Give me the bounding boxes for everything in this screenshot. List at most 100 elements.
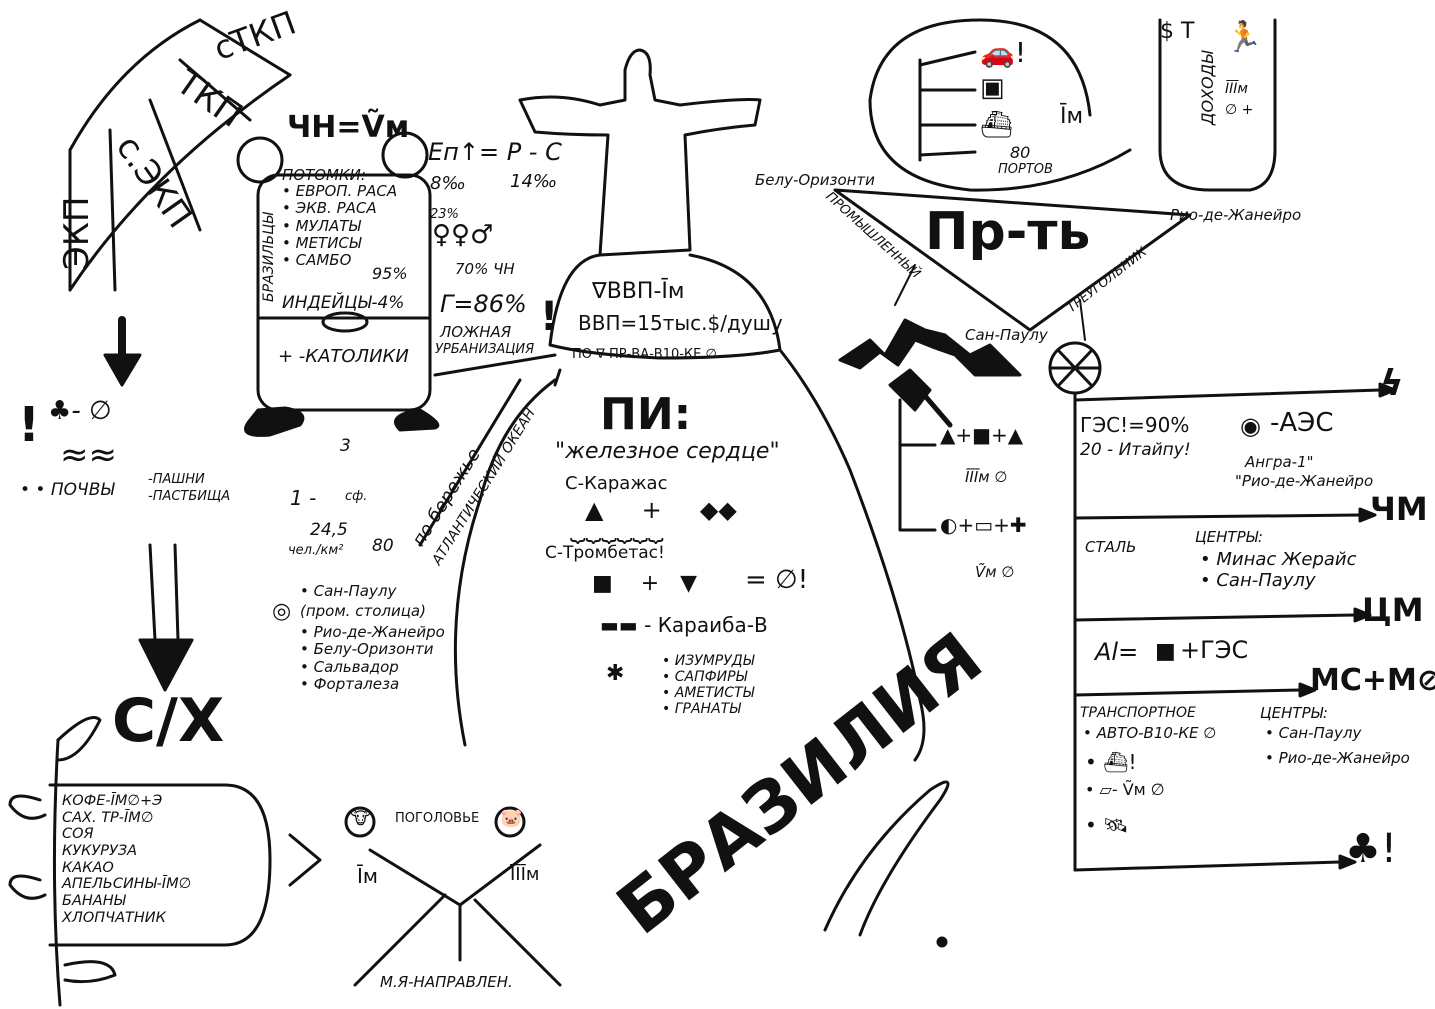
title-swash	[823, 780, 950, 937]
ship-icon: ⛴	[980, 110, 1014, 140]
arrowheads	[1298, 382, 1397, 870]
livestock-iii: ĪĪĪм	[510, 864, 540, 885]
transport-list: авто-в10-ке ∅	[1083, 724, 1217, 742]
steel-centers-label: центры:	[1195, 528, 1263, 546]
gem-item: аметисты	[662, 685, 754, 701]
gdp-line-2: ВВП=15тыс.$/душу	[578, 311, 783, 335]
energy-tree	[898, 341, 1382, 872]
ports-im: Īм	[1060, 104, 1084, 129]
income-bag	[1158, 18, 1277, 192]
ekp-label: ЭКП	[57, 196, 97, 270]
livestock-label: поголовье	[395, 811, 480, 826]
mining-iii: ĪĪĪм ∅	[965, 468, 1008, 486]
age-70: 70% ЧН	[455, 260, 515, 278]
economy-types-fan	[68, 18, 292, 292]
descendant-item: мулаты	[282, 217, 397, 235]
cm-label: ЧМ	[1370, 490, 1428, 528]
forest-line: ♣- ∅	[48, 396, 112, 426]
runner-icon: 🏃	[1225, 20, 1263, 55]
descendant-item: метисы	[282, 234, 397, 252]
carajas-label: С-Каражас	[565, 473, 668, 494]
gdp-line-3: по ∇ пр-ва-в10-ке ∅	[572, 347, 717, 362]
transport-label: транспортное	[1080, 705, 1196, 721]
direction-label: м.я-направлен.	[380, 973, 513, 991]
rail-note: - Ṽм ∅	[1111, 780, 1165, 799]
cow-icon: 🐮	[350, 808, 372, 829]
karaiba-label: - Караиба-В	[644, 613, 768, 637]
car-icon: 🚗!	[980, 36, 1027, 69]
ports-label: портов	[998, 162, 1053, 177]
share-95: 95%	[372, 264, 408, 283]
density-mid: 1 -	[290, 486, 317, 510]
belo-label: Белу-Оризонти	[755, 171, 875, 189]
angra-city: "Рио-де-Жанейро	[1235, 472, 1374, 490]
sao-label: Сан-Паулу	[965, 326, 1048, 344]
ms-label: МС+М⊘	[1310, 663, 1435, 698]
crop-item: кукуруза	[62, 843, 138, 860]
descendant-item: самбо	[282, 251, 397, 269]
death-rate: 14‰	[510, 171, 558, 192]
carajas-ores: ▲ + ◆◆	[585, 496, 737, 524]
density-unit: сф.	[345, 489, 368, 504]
people-icons: ♀♀♂	[432, 220, 494, 250]
waves-icon: ≈≈	[60, 435, 117, 475]
cm2-label: ЦМ	[1362, 591, 1424, 629]
ship-row: • ⛴!	[1085, 750, 1137, 774]
al-square: ■	[1155, 639, 1176, 664]
descendant-item: экв. раса	[282, 199, 397, 217]
dot	[936, 936, 948, 948]
cities-list: Сан-Паулу	[300, 582, 397, 600]
karaiba-line: ▬▬ - Караиба-В	[600, 615, 768, 636]
crop-item: соя	[62, 826, 94, 843]
mining-iii-ores: ▲+■+▲	[940, 423, 1024, 447]
urban-share: Г=86%	[440, 290, 527, 318]
steel-center-item: Сан-Паулу	[1200, 570, 1357, 592]
coast-line	[418, 378, 522, 547]
density-denominator: чел./км²	[288, 543, 344, 558]
indians-label: индейцы-4%	[282, 293, 405, 313]
gem-item: гранаты	[662, 701, 754, 717]
satellite-row: • 🛰	[1085, 813, 1129, 837]
itaipu-label: 20 - Итайпу!	[1080, 440, 1191, 460]
age-23: 23%	[430, 207, 459, 222]
brazilians-label: бразильцы	[261, 212, 277, 302]
soils-line: • • почвы	[20, 480, 115, 500]
gem-item: сапфиры	[662, 669, 754, 685]
urban-bang: !	[540, 294, 559, 340]
brace: ⏟⏟⏟⏟⏟⏟	[570, 513, 664, 543]
pig-icon: 🐷	[500, 808, 523, 829]
nuclear-label: -АЭС	[1270, 408, 1334, 438]
karaiba-bar: ▬▬	[600, 613, 638, 637]
connector-line	[433, 353, 557, 377]
crops-list: кофе-Īм∅+Э сах. тр-Īм∅ соя кукуруза кака…	[62, 793, 191, 926]
city-item: (пром. столица)	[300, 602, 426, 620]
crop-item: хлопчатник	[62, 909, 166, 926]
income-iii: ĪĪĪм	[1225, 81, 1248, 97]
steel-center-item: Минас Жерайс	[1200, 549, 1356, 571]
city-item: Рио-де-Жанейро	[300, 623, 445, 641]
rail-row: • ▱- Ṽм ∅	[1085, 780, 1165, 799]
steel-centers-list: Минас Жерайс Сан-Паулу	[1200, 549, 1357, 592]
industrial-triangle	[833, 188, 1192, 341]
gems-list: изумруды сапфиры аметисты гранаты	[662, 653, 754, 717]
resources-quote: "железное сердце"	[555, 439, 780, 464]
income-label: доходы	[1198, 50, 1217, 125]
descendants-label: потомки:	[282, 166, 366, 184]
urban-note-2: урбанизация	[435, 342, 535, 357]
lightning-icon: ϟ	[1380, 363, 1404, 404]
auto-item: авто-в10-ке ∅	[1083, 724, 1217, 742]
mining-v-ores: ◐+▭+✚	[940, 513, 1027, 537]
density-80: 80	[372, 536, 394, 556]
soils-label: почвы	[50, 480, 115, 500]
religion-label: + -католики	[278, 346, 409, 367]
urban-note-1: ложная	[440, 323, 512, 341]
crop-item: какао	[62, 859, 114, 876]
transport-center-item: Рио-де-Жанейро	[1265, 749, 1410, 767]
density-top: 3	[340, 436, 351, 456]
descendant-item: европ. раса	[282, 182, 397, 200]
arrow-down-2	[138, 543, 194, 692]
nuclear-icon: ◉	[1240, 412, 1261, 440]
crops-plant	[8, 716, 322, 1007]
